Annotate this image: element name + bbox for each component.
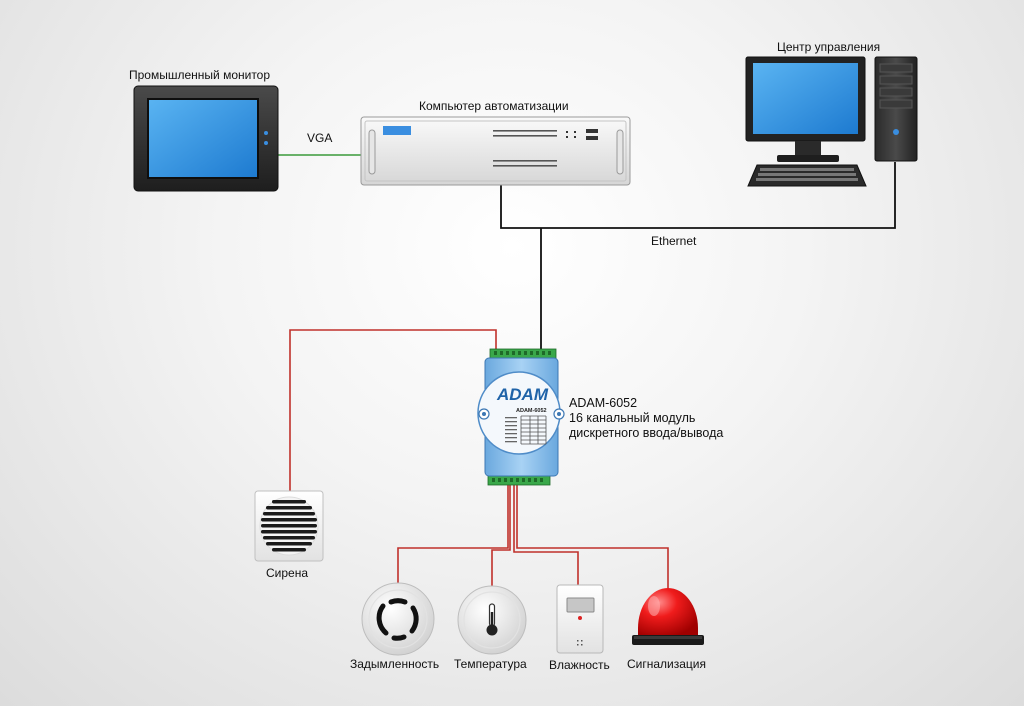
adam-desc-line2: дискретного ввода/вывода xyxy=(569,426,724,440)
adam-6052-module: ADAM ADAM-6052 xyxy=(477,348,565,486)
humidity-label: Влажность xyxy=(549,658,610,672)
ethernet-cable xyxy=(500,162,896,360)
industrial-monitor-label: Промышленный монитор xyxy=(129,68,271,82)
adam-model-badge: ADAM-6052 xyxy=(516,408,547,414)
alarm-label: Сигнализация xyxy=(627,657,707,671)
control-center xyxy=(745,56,918,187)
siren-device xyxy=(254,490,324,562)
humidity-sensor xyxy=(556,584,604,654)
automation-computer xyxy=(360,116,631,186)
temperature-sensor xyxy=(457,585,527,655)
alarm-beacon xyxy=(632,588,704,645)
temperature-label: Температура xyxy=(454,657,527,671)
adam-title: ADAM-6052 xyxy=(569,396,638,410)
smoke-label: Задымленность xyxy=(350,657,440,671)
adam-description: ADAM-6052 16 канальный модуль дискретног… xyxy=(569,396,723,441)
smoke-detector xyxy=(361,582,435,656)
industrial-monitor xyxy=(133,85,279,192)
control-center-label: Центр управления xyxy=(777,40,881,54)
siren-label: Сирена xyxy=(266,566,309,580)
signal-wires xyxy=(289,329,669,592)
adam-desc-line1: 16 канальный модуль xyxy=(569,411,696,425)
vga-label: VGA xyxy=(307,131,333,145)
ethernet-label: Ethernet xyxy=(651,234,697,248)
adam-brand-logo: ADAM xyxy=(496,385,549,404)
automation-computer-label: Компьютер автоматизации xyxy=(419,99,569,113)
